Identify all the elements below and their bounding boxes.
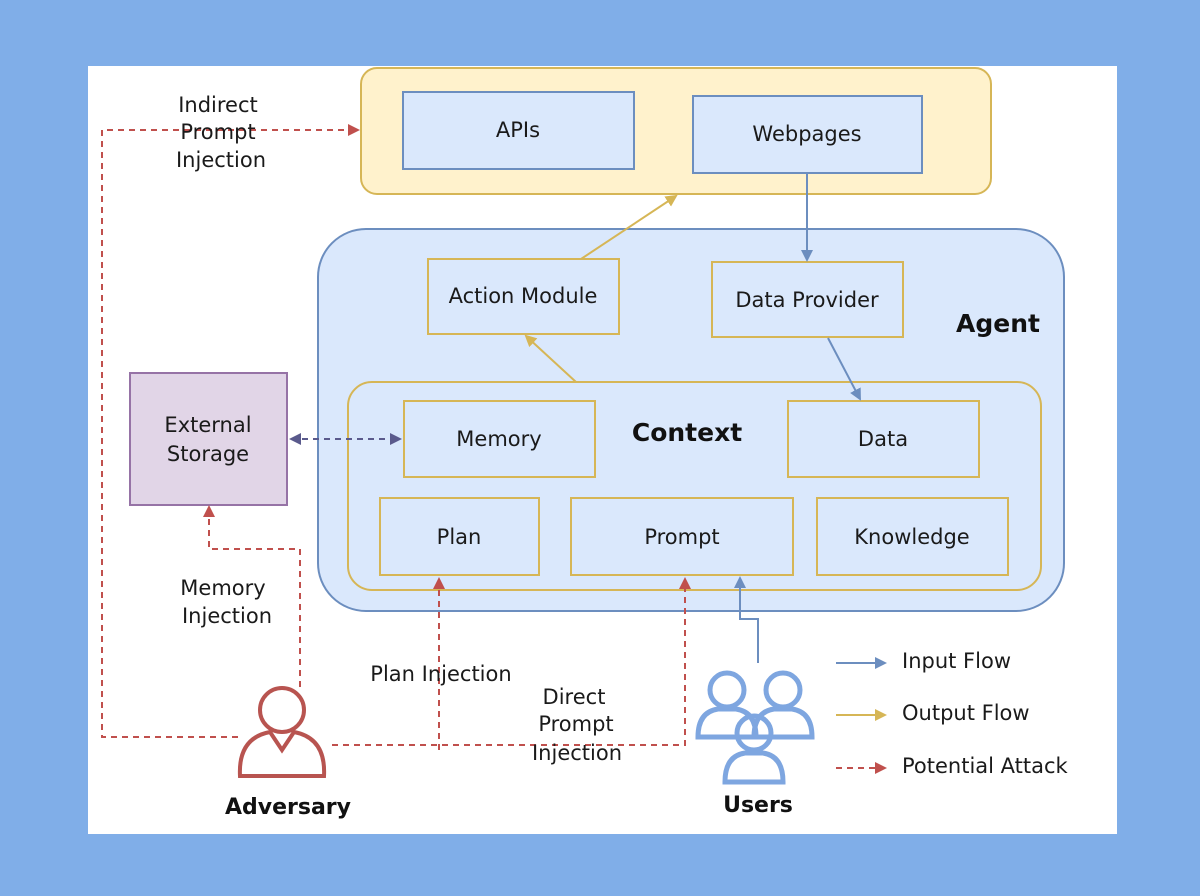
memory-label: Memory bbox=[456, 427, 541, 451]
output-flow-context-to-action bbox=[524, 334, 577, 383]
apis-label: APIs bbox=[496, 118, 540, 142]
memory-injection-arrow bbox=[203, 505, 301, 687]
memory-injection-line1: Memory bbox=[180, 576, 265, 600]
legend-attack-label: Potential Attack bbox=[902, 754, 1069, 778]
knowledge-label: Knowledge bbox=[854, 525, 969, 549]
legend-output-flow-label: Output Flow bbox=[902, 701, 1030, 725]
users-icon bbox=[695, 670, 815, 785]
input-flow-provider-to-data bbox=[827, 337, 861, 401]
data-box[interactable] bbox=[787, 400, 980, 478]
external-storage-label-line2: Storage bbox=[167, 442, 249, 466]
users-label: Users bbox=[723, 793, 793, 818]
direct-label-line3: Injection bbox=[532, 741, 622, 765]
webpages-box[interactable] bbox=[692, 95, 923, 174]
input-flow-users-to-prompt bbox=[734, 576, 759, 663]
external-storage-label-line1: External bbox=[164, 413, 251, 437]
prompt-label: Prompt bbox=[644, 525, 719, 549]
agent-title: Agent bbox=[956, 309, 1040, 338]
plan-box[interactable] bbox=[379, 497, 540, 576]
plan-injection-label: Plan Injection bbox=[370, 662, 511, 686]
adversary-label: Adversary bbox=[225, 795, 351, 820]
prompt-box[interactable] bbox=[570, 497, 794, 576]
data-provider-label: Data Provider bbox=[735, 288, 879, 312]
direct-prompt-injection-arrow bbox=[332, 577, 691, 746]
knowledge-box[interactable] bbox=[816, 497, 1009, 576]
direct-label-line2: Prompt bbox=[538, 712, 613, 736]
indirect-label-line1: Indirect bbox=[178, 93, 258, 117]
action-module-box[interactable] bbox=[427, 258, 620, 335]
adversary-icon bbox=[237, 686, 327, 778]
agent-attack-diagram: APIs Webpages Agent Action Module Data P… bbox=[101, 67, 1069, 820]
legend: Input Flow Output Flow Potential Attack bbox=[836, 649, 1069, 778]
indirect-prompt-injection-arrow bbox=[101, 124, 360, 738]
legend-input-flow-label: Input Flow bbox=[902, 649, 1011, 673]
external-storage-box[interactable] bbox=[129, 372, 288, 506]
data-label: Data bbox=[858, 427, 908, 451]
indirect-label-line3: Injection bbox=[176, 148, 266, 172]
memory-injection-line2: Injection bbox=[182, 604, 272, 628]
data-provider-box[interactable] bbox=[711, 261, 904, 338]
indirect-label-line2: Prompt bbox=[180, 120, 255, 144]
action-module-label: Action Module bbox=[449, 284, 598, 308]
output-flow-action-to-tools bbox=[580, 194, 678, 260]
direct-label-line1: Direct bbox=[543, 685, 606, 709]
diagram-canvas: APIs Webpages Agent Action Module Data P… bbox=[88, 66, 1117, 834]
webpages-label: Webpages bbox=[752, 122, 861, 146]
apis-box[interactable] bbox=[402, 91, 635, 170]
context-title: Context bbox=[632, 418, 742, 447]
memory-box[interactable] bbox=[403, 400, 596, 478]
plan-label: Plan bbox=[437, 525, 482, 549]
